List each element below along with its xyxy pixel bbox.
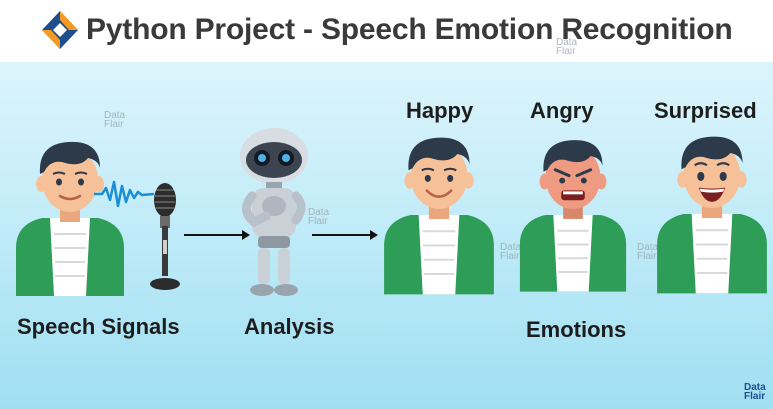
data-flair-logo-icon [42, 11, 78, 49]
label-speech-signals: Speech Signals [17, 314, 180, 339]
watermark-line2: Flair [744, 391, 766, 402]
speaker-person [16, 141, 124, 296]
watermark-line1: Data [308, 207, 330, 218]
microphone-icon [150, 183, 180, 290]
sound-wave-icon [94, 180, 154, 208]
watermark-line1: Data [556, 37, 578, 48]
surprised-person [657, 136, 767, 294]
watermark-corner: Data Flair [744, 382, 766, 402]
page-title: Python Project - Speech Emotion Recognit… [86, 13, 733, 46]
watermark: Data Flair [500, 242, 522, 262]
watermark-line2: Flair [556, 46, 576, 57]
label-happy: Happy [406, 98, 474, 123]
label-angry: Angry [530, 98, 594, 123]
watermark-line2: Flair [308, 216, 328, 227]
happy-person [384, 137, 494, 295]
watermark-line2: Flair [104, 119, 124, 130]
arrow-right-icon [312, 230, 378, 240]
label-analysis: Analysis [244, 314, 335, 339]
watermark-line2: Flair [637, 251, 657, 262]
angry-person [519, 140, 627, 292]
robot-icon [240, 128, 308, 296]
header: Python Project - Speech Emotion Recognit… [0, 0, 773, 62]
watermark: Data Flair [308, 207, 330, 227]
label-surprised: Surprised [654, 98, 757, 123]
label-emotions: Emotions [526, 317, 627, 342]
watermark-line1: Data [104, 110, 126, 121]
watermark-line1: Data [744, 382, 766, 393]
watermark-line1: Data [500, 242, 522, 253]
watermark: Data Flair [556, 37, 578, 57]
watermark-line1: Data [637, 242, 659, 253]
watermark: Data Flair [104, 110, 126, 130]
arrow-right-icon [184, 230, 250, 240]
watermark: Data Flair [637, 242, 659, 262]
watermark-line2: Flair [500, 251, 520, 262]
